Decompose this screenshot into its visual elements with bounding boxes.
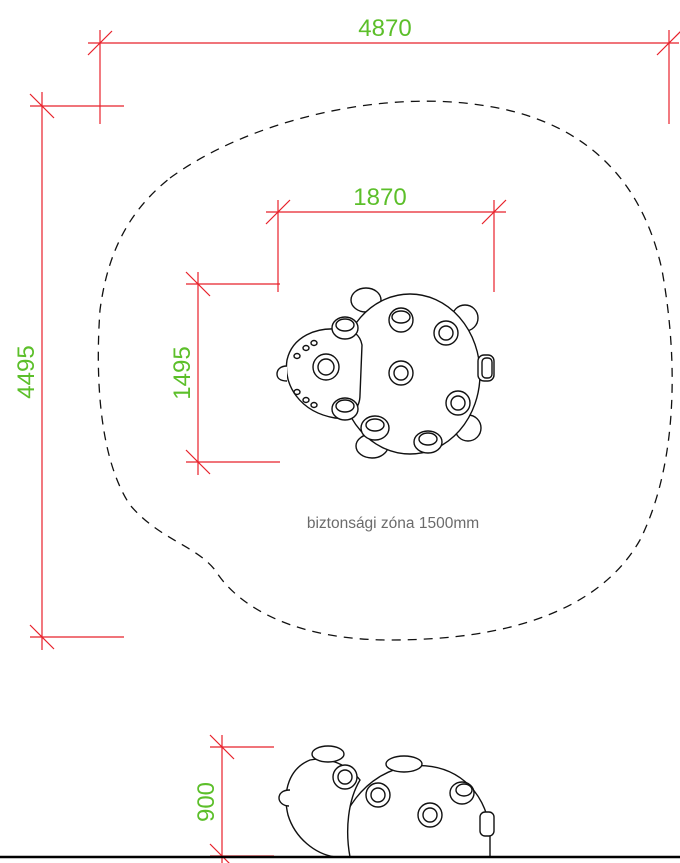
object-depth-dimension: 1495 [169, 271, 280, 475]
overall-width-dimension: 4870 [87, 15, 680, 124]
object-width-label: 1870 [353, 184, 406, 211]
object-depth-label: 1495 [169, 346, 196, 399]
ladybug-top-view [276, 287, 495, 459]
safety-zone-label: biztonsági zóna 1500mm [307, 515, 479, 532]
overall-width-label: 4870 [358, 15, 411, 42]
object-width-dimension: 1870 [265, 184, 507, 292]
overall-depth-dimension: 4495 [13, 92, 124, 650]
height-label: 900 [193, 782, 220, 822]
safety-zone-outline [97, 100, 673, 641]
height-dimension: 900 [193, 734, 274, 863]
ladybug-side-view [278, 745, 495, 858]
overall-depth-label: 4495 [13, 345, 40, 398]
